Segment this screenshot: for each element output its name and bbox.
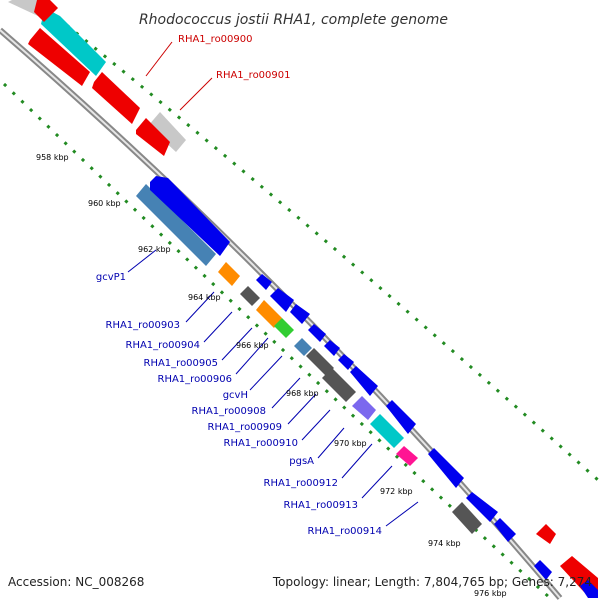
- gene-label-ro00910: RHA1_ro00910: [224, 438, 299, 449]
- gene-labels: RHA1_ro00900 RHA1_ro00901 gcvP1 RHA1_ro0…: [96, 34, 382, 537]
- tick-label: 968 kbp: [286, 389, 319, 398]
- gene-blue-14: [580, 580, 598, 598]
- tick-label: 972 kbp: [380, 487, 413, 496]
- gene-label-ro00914: RHA1_ro00914: [308, 526, 383, 537]
- gene-orange-1: [218, 262, 240, 286]
- gene-blue-5: [308, 324, 326, 342]
- tick-label: 962 kbp: [138, 245, 171, 254]
- gene-label-ro00913: RHA1_ro00913: [284, 500, 359, 511]
- gene-red-5: [536, 524, 556, 544]
- gene-cyan: [41, 8, 106, 76]
- tick-labels: 958 kbp 960 kbp 962 kbp 964 kbp 966 kbp …: [36, 153, 507, 598]
- topology-text: Topology: linear; Length: 7,804,765 bp; …: [272, 575, 592, 589]
- tick-label: 966 kbp: [236, 341, 269, 350]
- gene-lightgray-2: [148, 112, 186, 152]
- tick-label: 960 kbp: [88, 199, 121, 208]
- tick-label: 974 kbp: [428, 539, 461, 548]
- gene-blue-11: [466, 492, 498, 522]
- map-title: Rhodococcus jostii RHA1, complete genome: [139, 12, 448, 28]
- accession-text: Accession: NC_008268: [8, 575, 144, 589]
- gene-cyan-2: [370, 414, 404, 448]
- gene-label-ro00909: RHA1_ro00909: [208, 422, 283, 433]
- gene-blue-6: [324, 340, 340, 356]
- gene-green: [274, 318, 294, 338]
- gene-steelblue-gcvP1: [136, 184, 216, 266]
- gene-gray-3: [322, 368, 356, 402]
- gene-blue-3: [270, 288, 294, 312]
- gene-blue-10: [428, 448, 464, 488]
- gene-label-ro00905: RHA1_ro00905: [144, 358, 219, 369]
- tick-label: 970 kbp: [334, 439, 367, 448]
- gene-label-gcvP1: gcvP1: [96, 272, 126, 283]
- gene-blue-4: [290, 304, 310, 324]
- gene-label-ro00912: RHA1_ro00912: [264, 478, 339, 489]
- gene-purple: [352, 396, 376, 420]
- gene-label-ro00908: RHA1_ro00908: [192, 406, 267, 417]
- gene-label-pgsA: pgsA: [289, 456, 314, 467]
- gene-orange-2: [256, 300, 282, 328]
- gene-red-3: [92, 72, 140, 124]
- gene-steelblue-2: [294, 338, 312, 356]
- gene-label-ro00900: RHA1_ro00900: [178, 34, 253, 45]
- gene-label-gcvH: gcvH: [223, 390, 248, 401]
- gene-blue-9: [386, 400, 416, 434]
- gene-magenta: [396, 446, 418, 466]
- tick-label: 976 kbp: [474, 589, 507, 598]
- gene-blue-13: [534, 560, 552, 580]
- reverse-strand-genes: [8, 0, 598, 598]
- forward-strand-genes: [136, 176, 598, 598]
- gc-track-outer: [47, 8, 600, 482]
- gene-label-ro00906: RHA1_ro00906: [158, 374, 233, 385]
- gene-blue-7: [338, 354, 354, 370]
- gene-gray-4: [452, 502, 482, 534]
- gene-label-ro00903: RHA1_ro00903: [106, 320, 181, 331]
- gene-gray-1: [240, 286, 260, 306]
- gene-blue-12: [494, 518, 516, 542]
- tick-label: 964 kbp: [188, 293, 221, 302]
- label-leaders: [127, 41, 419, 527]
- gene-red-1: [34, 0, 58, 22]
- gene-red-2: [28, 28, 90, 86]
- gene-blue-2: [256, 274, 272, 290]
- gene-label-ro00904: RHA1_ro00904: [126, 340, 201, 351]
- gene-red-4: [136, 118, 170, 156]
- gene-gray-2: [306, 348, 334, 376]
- gene-blue-1: [150, 176, 230, 256]
- gene-blue-8: [350, 366, 378, 396]
- tick-label: 958 kbp: [36, 153, 69, 162]
- gene-label-ro00901: RHA1_ro00901: [216, 70, 291, 81]
- genome-backbone: [0, 27, 563, 600]
